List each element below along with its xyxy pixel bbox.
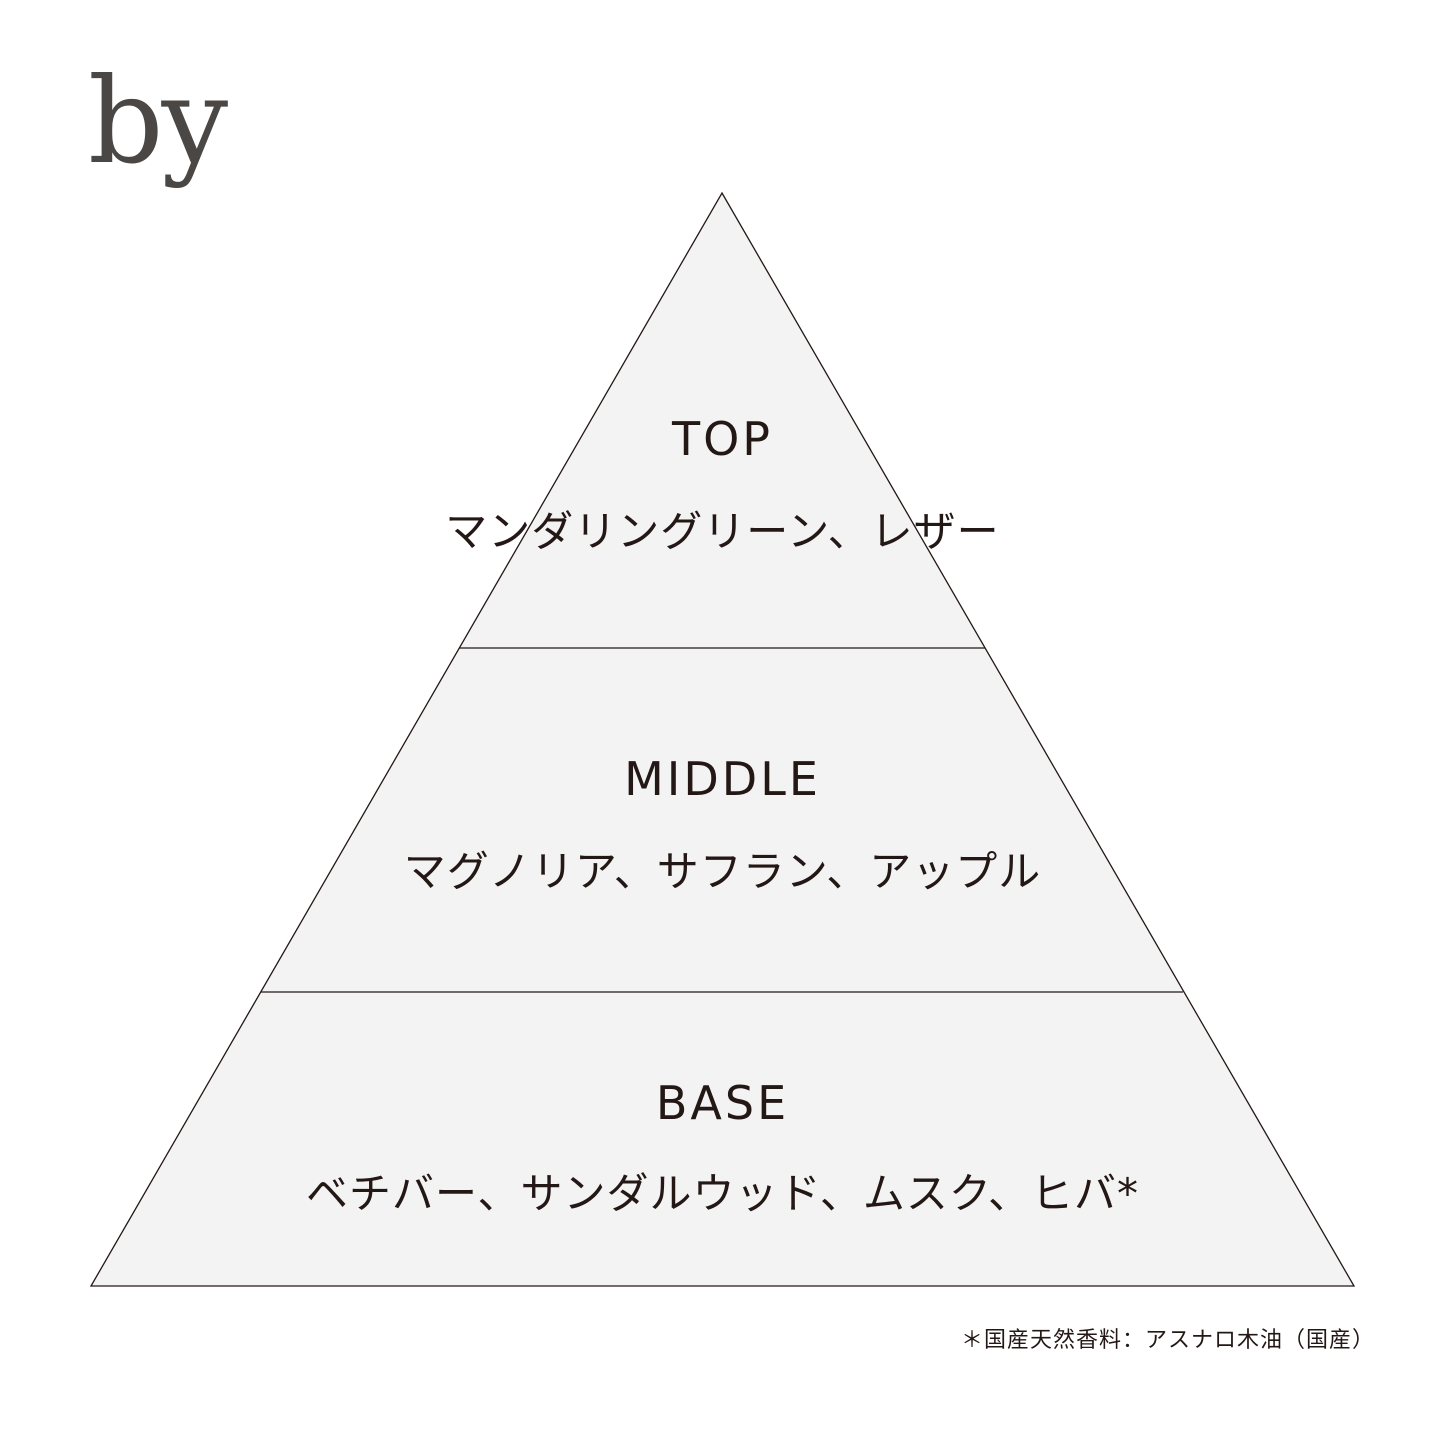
tier-base-label: BASE xyxy=(655,1076,790,1130)
pyramid-shape xyxy=(89,191,1356,1287)
footnote: ＊国産天然香料：アスナロ木油（国産） xyxy=(960,1328,1375,1353)
tier-middle-notes: マグノリア、サフラン、アップル xyxy=(403,847,1042,896)
tier-top-label: TOP xyxy=(671,412,774,466)
tier-top-notes: マンダリングリーン、レザー xyxy=(445,507,1000,556)
tier-middle-label: MIDDLE xyxy=(624,752,821,806)
brand-logo: by xyxy=(88,52,228,190)
tier-base-notes: ベチバー、サンダルウッド、ムスク、ヒバ* xyxy=(305,1169,1140,1218)
